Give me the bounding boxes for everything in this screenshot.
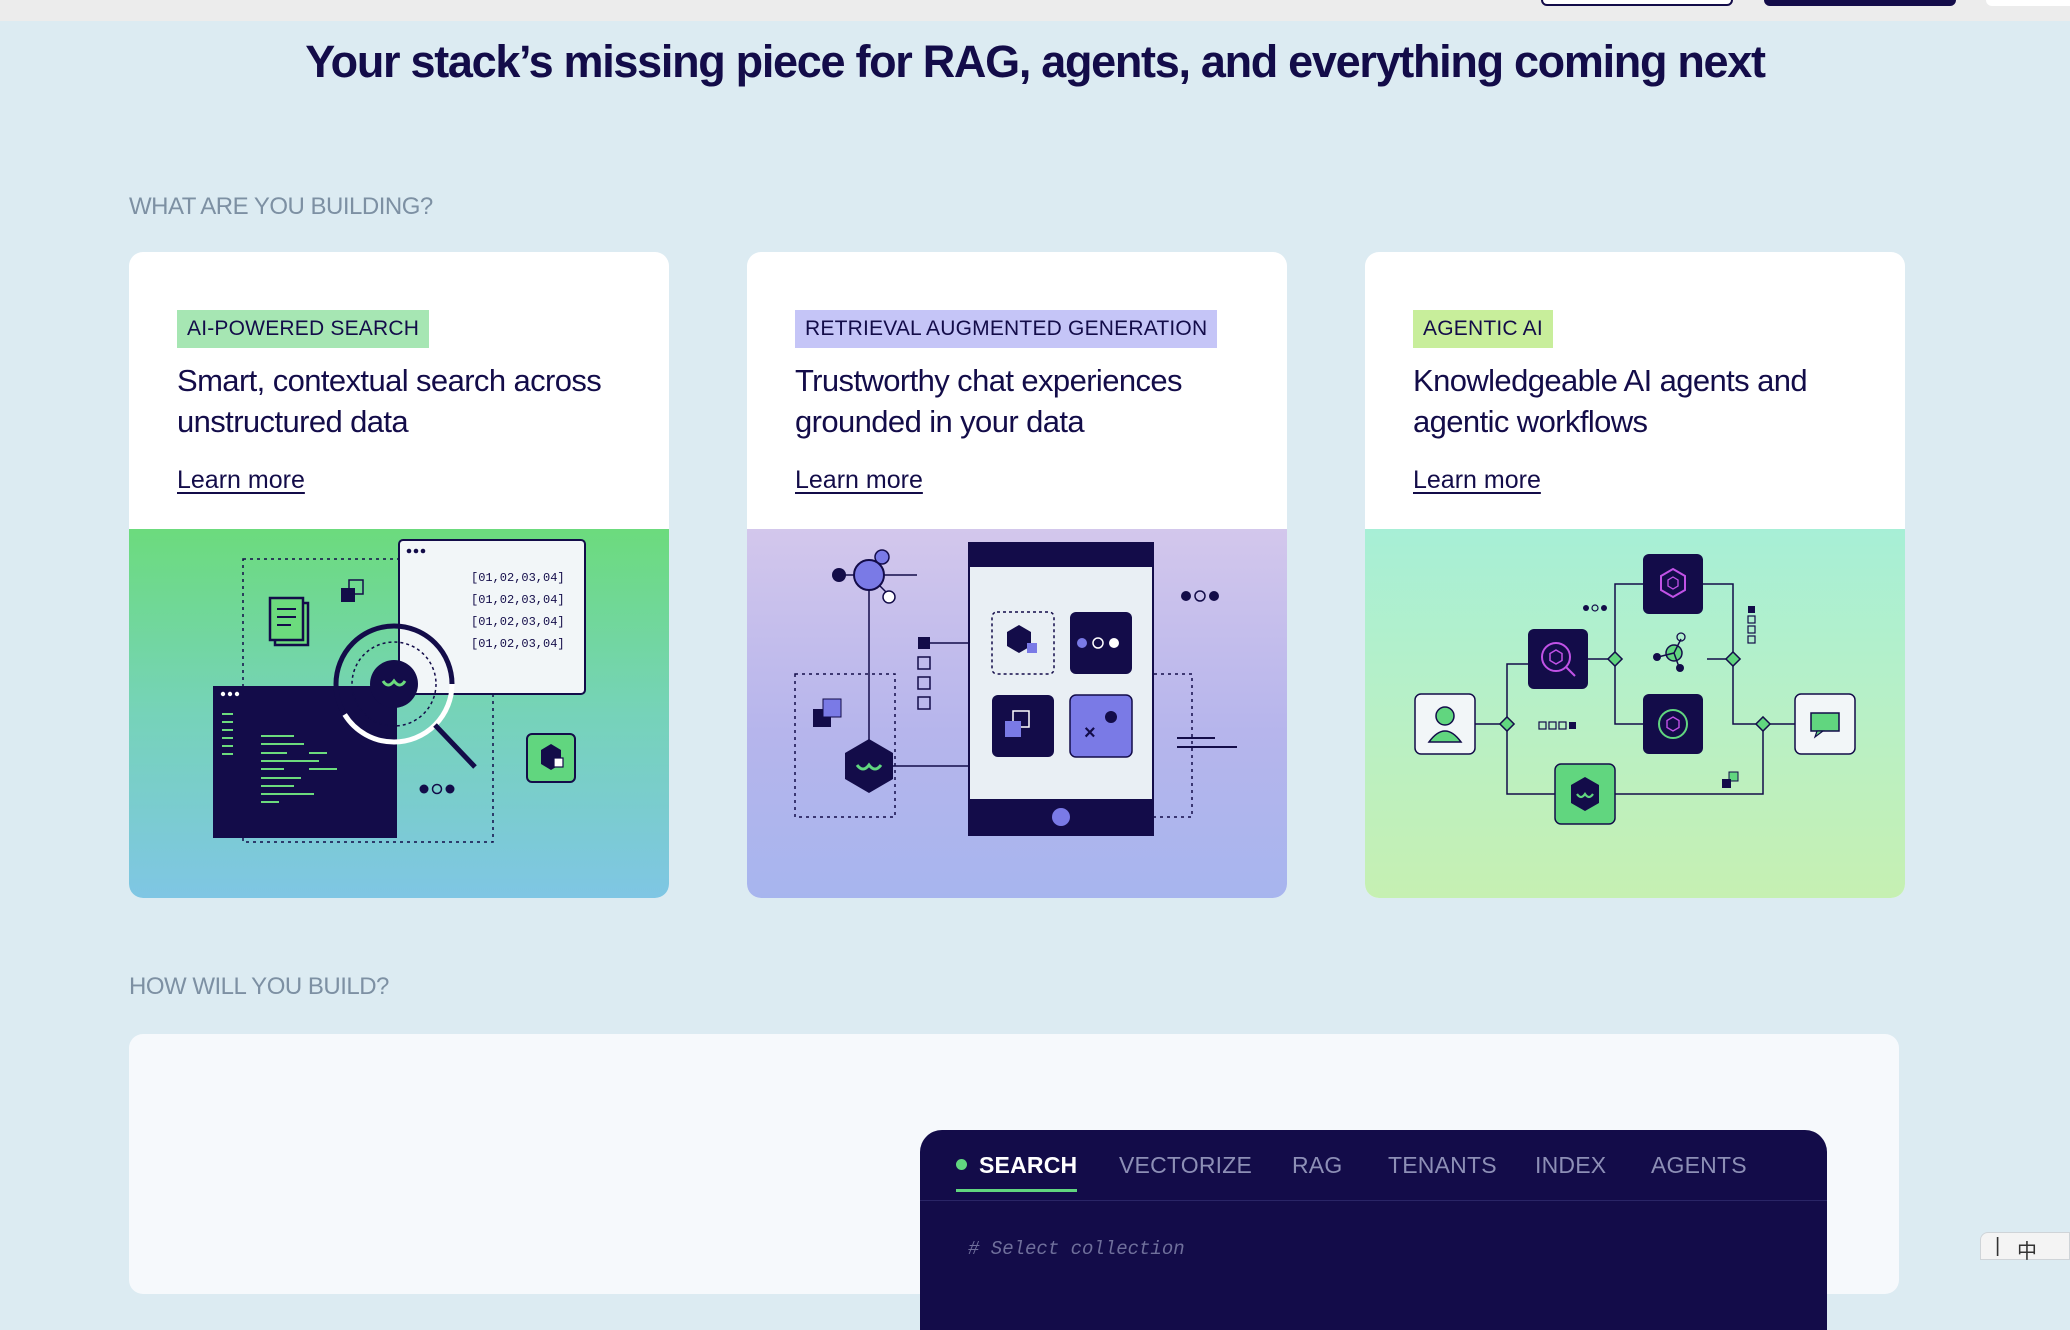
tab-agents[interactable]: AGENTS — [1651, 1152, 1747, 1178]
page-headline: Your stack’s missing piece for RAG, agen… — [305, 36, 1766, 87]
hexagon-node-icon — [526, 733, 576, 783]
card-badge: AI-POWERED SEARCH — [177, 310, 430, 348]
active-dot-icon — [956, 1159, 967, 1170]
tab-vectorize[interactable]: VECTORIZE — [1119, 1152, 1253, 1178]
browser-top-strip — [0, 0, 2070, 21]
code-example-panel: SEARCH VECTORIZE RAG TENANTS INDEX AGENT… — [920, 1130, 1827, 1330]
molecule-icon — [1653, 632, 1686, 672]
card-ai-search: AI-POWERED SEARCH Smart, contextual sear… — [129, 252, 669, 898]
user-avatar-icon — [1414, 693, 1476, 755]
tab-label: SEARCH — [979, 1152, 1078, 1178]
network-node-icon — [832, 549, 917, 764]
card-badge: RETRIEVAL AUGMENTED GENERATION — [795, 310, 1218, 348]
illustration-agentic — [1365, 529, 1905, 898]
learn-more-link[interactable]: Learn more — [1413, 466, 1541, 494]
agentic-illustration-svg — [1414, 554, 1856, 825]
card-rag: RETRIEVAL AUGMENTED GENERATION Trustwort… — [747, 252, 1287, 898]
agent-chat-icon — [1643, 694, 1703, 754]
magnifier-icon — [333, 623, 477, 769]
card-title: Smart, contextual search across unstruct… — [177, 363, 602, 439]
card-title: Knowledgeable AI agents and agentic work… — [1413, 363, 1808, 439]
search-illustration-svg: [01,02,03,04] [01,02,03,04] [01,02,03,04… — [213, 539, 586, 843]
code-tabs: SEARCH VECTORIZE RAG TENANTS INDEX AGENT… — [920, 1130, 1827, 1201]
tab-rag[interactable]: RAG — [1292, 1152, 1343, 1178]
learn-more-link[interactable]: Learn more — [795, 466, 923, 494]
vector-line-1: [01,02,03,04] — [471, 571, 565, 585]
rag-illustration-svg: × — [794, 542, 1237, 836]
tab-search[interactable]: SEARCH — [956, 1152, 1078, 1192]
learn-more-link[interactable]: Learn more — [177, 466, 305, 494]
code-window — [213, 686, 397, 838]
illustration-ai-search: [01,02,03,04] [01,02,03,04] [01,02,03,04… — [129, 529, 669, 898]
vector-line-3: [01,02,03,04] — [471, 615, 565, 629]
svg-text:×: × — [1084, 722, 1096, 744]
illustration-rag: × — [747, 529, 1287, 898]
phone-device: × — [968, 542, 1154, 836]
card-badge: AGENTIC AI — [1413, 310, 1553, 348]
widget-lang-glyph: 中 — [2017, 1241, 2037, 1263]
input-method-widget[interactable]: | 中 — [1980, 1232, 2070, 1263]
agent-hexagon-icon — [1643, 554, 1703, 614]
document-icon — [268, 596, 310, 647]
vector-window: [01,02,03,04] [01,02,03,04] [01,02,03,04… — [398, 539, 586, 695]
vector-line-4: [01,02,03,04] — [471, 637, 565, 651]
chat-bubble-icon — [1794, 693, 1856, 755]
logo-hexagon-icon — [1554, 763, 1616, 825]
agent-search-icon — [1528, 629, 1588, 689]
card-title: Trustworthy chat experiences grounded in… — [795, 363, 1183, 439]
card-agentic-ai: AGENTIC AI Knowledgeable AI agents and a… — [1365, 252, 1905, 898]
tab-tenants[interactable]: TENANTS — [1388, 1152, 1497, 1178]
section-label-building: WHAT ARE YOU BUILDING? — [129, 193, 433, 220]
vector-line-2: [01,02,03,04] — [471, 593, 565, 607]
section-label-how: HOW WILL YOU BUILD? — [129, 973, 389, 1000]
header-primary-button[interactable] — [1764, 0, 1956, 6]
header-outline-button[interactable] — [1541, 0, 1733, 6]
widget-left-glyph: | — [1995, 1235, 2001, 1257]
tab-index[interactable]: INDEX — [1535, 1152, 1607, 1178]
header-extra-button[interactable] — [1986, 0, 2070, 6]
logo-hexagon-icon — [845, 739, 969, 793]
code-comment: # Select collection — [968, 1238, 1185, 1260]
